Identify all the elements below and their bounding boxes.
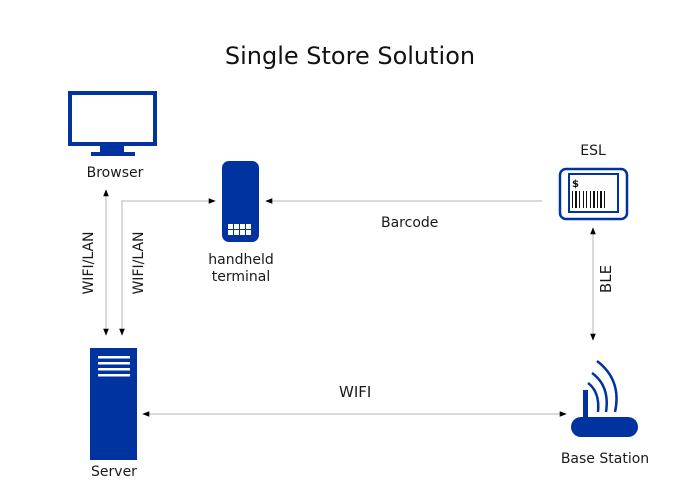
handheld-label-line2: terminal: [211, 269, 271, 285]
price-symbol: $: [572, 179, 579, 190]
wifi-lan-label-1: WIFI/LAN: [81, 231, 97, 295]
server-label: Server: [91, 464, 137, 480]
barcode-bar: [583, 191, 584, 208]
barcode: [572, 191, 605, 208]
base-station-label: Base Station: [560, 451, 650, 467]
server-icon: [90, 348, 137, 460]
esl-label: ESL: [580, 143, 606, 159]
barcode-bar: [597, 191, 598, 208]
barcode-bar: [575, 191, 577, 208]
barcode-label: Barcode: [381, 215, 439, 231]
price-tag-barcode-icon: $: [558, 167, 629, 221]
wifi-lan-label-2: WIFI/LAN: [131, 231, 147, 295]
diagram-title: Single Store Solution: [224, 42, 476, 70]
monitor-icon: [68, 91, 157, 156]
browser-label: Browser: [86, 165, 144, 181]
barcode-bar: [586, 191, 587, 208]
handheld-label-line1: handheld: [208, 252, 274, 268]
barcode-bar: [572, 191, 573, 208]
handheld-terminal-icon: [222, 161, 259, 242]
barcode-bar: [604, 191, 605, 208]
barcode-bar: [590, 191, 591, 208]
wifi-label: WIFI: [339, 383, 372, 401]
connector-server-handheld: [119, 198, 216, 336]
wireless-router-icon: [571, 360, 638, 437]
handheld-label: handheld terminal: [200, 252, 282, 286]
barcode-bar: [600, 191, 602, 208]
barcode-bar: [593, 191, 595, 208]
ble-label: BLE: [597, 264, 615, 294]
barcode-bar: [579, 191, 580, 208]
